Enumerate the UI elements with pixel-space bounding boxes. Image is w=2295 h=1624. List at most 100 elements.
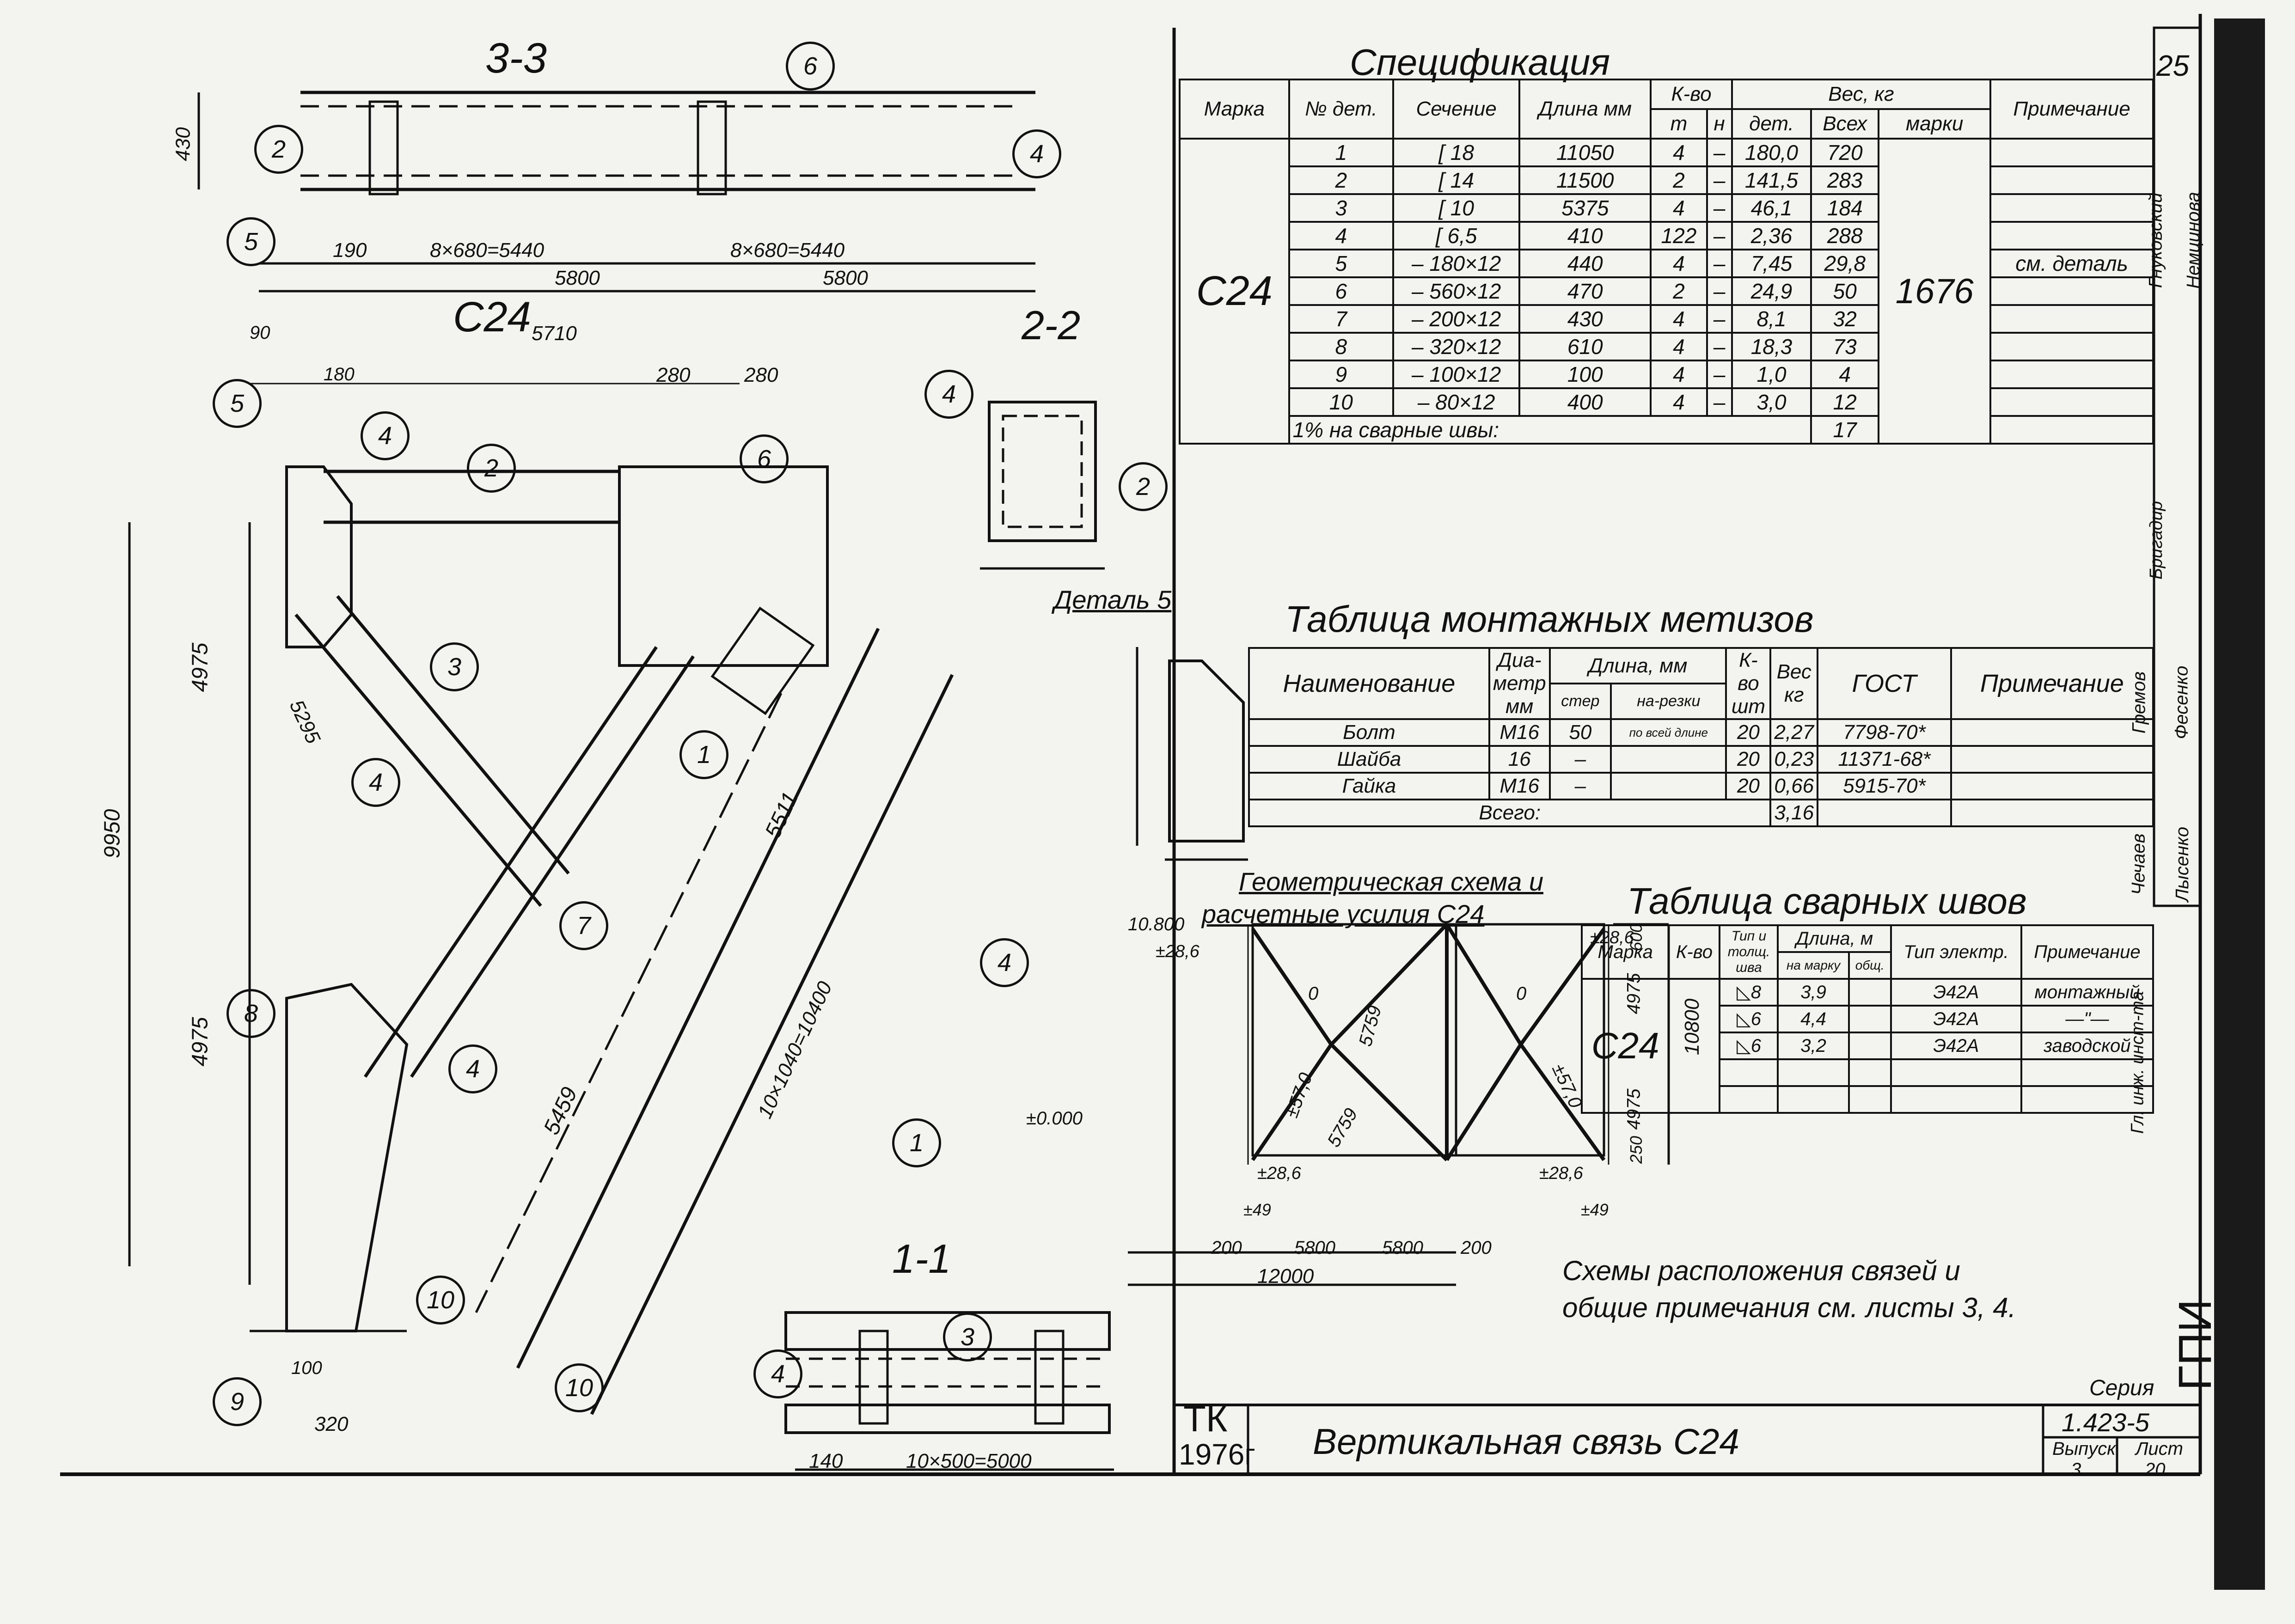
callout-4-main-a: 4 [361,411,410,460]
weld-h-qty: К-во [1668,924,1721,980]
callout-1-main-b: 1 [892,1118,941,1167]
fast-cell: по всей длине [1610,718,1727,747]
spec-cell: 7 [1288,304,1394,334]
fast-total: 3,16 [1769,799,1819,827]
dim-10x500: 10×500=5000 [906,1450,1032,1472]
fast-cell [1950,718,2154,747]
spec-cell: 184 [1810,193,1880,223]
weld-cell: —"— [2020,1005,2154,1033]
dim-250: 250 [1627,1136,1646,1164]
spec-cell: – [1706,360,1733,389]
spec-mark-weight: 1676 [1878,138,1992,445]
callout-10-main-a: 10 [416,1276,465,1325]
weld-cell [1848,978,1892,1007]
callout-2-top: 2 [254,125,303,174]
spec-h-t: т [1650,108,1708,140]
dim-180: 180 [324,364,355,385]
fast-cell: 20 [1725,718,1772,747]
spec-cell: 180,0 [1731,138,1812,167]
weld-h-len-mark: на марку [1777,951,1850,980]
weld-cell [2020,1058,2154,1087]
weld-cell [1848,1085,1892,1114]
spec-cell: 283 [1810,165,1880,195]
fast-cell: М16 [1488,718,1551,747]
notes-line-1: Схемы расположения связей и [1562,1255,1960,1286]
spec-cell: 400 [1518,387,1652,417]
fast-cell: 16 [1488,745,1551,774]
spec-cell: 8 [1288,332,1394,361]
spec-h-wall: Всех [1810,108,1880,140]
dim-280-a: 280 [656,364,691,386]
dim-280-b: 280 [744,364,778,386]
spec-h-no: № дет. [1288,79,1394,140]
callout-10-main-b: 10 [555,1363,604,1412]
weld-cell: Э42А [1890,978,2022,1007]
fast-h-dia: Диа-метр мм [1488,647,1551,720]
spec-cell: – [1706,332,1733,361]
spec-h-note: Примечание [1989,79,2154,140]
spec-cell: – [1706,249,1733,278]
weld-h-electrode: Тип электр. [1890,924,2022,980]
stamp-org: ГПИ [2169,1299,2221,1391]
fast-cell: 50 [1548,718,1612,747]
spec-cell [1989,138,2154,167]
stamp-name-1: Гнуковский [2145,192,2166,288]
weld-h-len-all: общ. [1848,951,1892,980]
spec-cell: 2 [1650,165,1708,195]
spec-cell [1989,221,2154,250]
weld-cell [1890,1085,2022,1114]
weld-cell: Э42А [1890,1005,2022,1033]
weld-cell [1777,1085,1850,1114]
spec-cell: 10 [1288,387,1394,417]
fast-cell: 0,66 [1769,772,1819,800]
spec-cell: 6 [1288,276,1394,306]
fast-h-qty: К-во шт [1725,647,1772,720]
dim-8x680-left: 8×680=5440 [430,239,545,262]
dim-200-right: 200 [1461,1238,1492,1258]
spec-h-qty: К-во [1650,79,1733,110]
callout-3-section-11: 3 [943,1313,992,1361]
weld-cell: 3,9 [1777,978,1850,1007]
callout-4-main-e: 4 [753,1349,802,1398]
dim-5800-left: 5800 [555,267,600,289]
spec-cell [1989,165,2154,195]
weld-h-mark: Марка [1580,924,1670,980]
force-0-left: 0 [1308,983,1319,1004]
spec-cell: 4 [1650,387,1708,417]
callout-1-main-a: 1 [679,730,728,779]
spec-cell: – [1706,276,1733,306]
fast-cell [1817,799,1952,827]
spec-cell: – 320×12 [1392,332,1521,361]
force-28-bottom-left: ±28,6 [1257,1164,1301,1183]
fast-cell: М16 [1488,772,1551,800]
title-block-year: 1976г [1179,1438,1255,1471]
dim-9950: 9950 [100,809,125,859]
spec-cell: [ 10 [1392,193,1521,223]
spec-cell: 4 [1650,193,1708,223]
dim-8x680-right: 8×680=5440 [730,239,845,262]
weld-cell [2020,1085,2154,1114]
sheet-number-top: 25 [2156,49,2190,82]
spec-cell: 2 [1650,276,1708,306]
spec-h-section: Сечение [1392,79,1521,140]
spec-cell: 440 [1518,249,1652,278]
spec-cell: 9 [1288,360,1394,389]
spec-cell: 4 [1650,249,1708,278]
weld-cell: ◺6 [1719,1032,1779,1060]
spec-h-mark: Марка [1179,79,1290,140]
callout-6-top: 6 [786,42,835,91]
weld-cell [1848,1032,1892,1060]
dim-5800-right: 5800 [823,267,868,289]
fast-cell [1950,745,2154,774]
spec-title: Спецификация [1350,42,1610,83]
weld-cell: ◺6 [1719,1005,1779,1033]
spec-weld-label: 1% на сварные швы: [1288,415,1812,445]
fast-cell: 0,23 [1769,745,1819,774]
spec-cell: см. деталь [1989,249,2154,278]
fast-cell: – [1548,772,1612,800]
callout-2-section-22: 2 [1119,462,1168,511]
spec-cell: 1,0 [1731,360,1812,389]
fast-total-label: Всего: [1248,799,1772,827]
spec-cell [1989,360,2154,389]
